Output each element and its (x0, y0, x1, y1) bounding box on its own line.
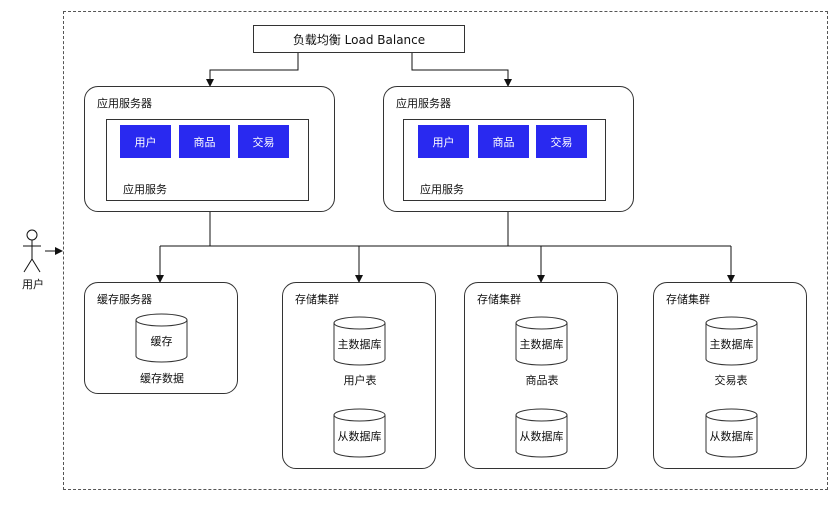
module-product: 商品 (478, 125, 529, 158)
cache-caption: 缓存数据 (140, 372, 184, 385)
slave-db-label: 从数据库 (519, 430, 564, 443)
module-trade: 交易 (536, 125, 587, 158)
cache-server-title: 缓存服务器 (97, 293, 152, 306)
master-db: 主数据库 (515, 316, 568, 366)
app-service-label: 应用服务 (123, 183, 167, 196)
storage-title: 存储集群 (295, 293, 339, 306)
storage-title: 存储集群 (477, 293, 521, 306)
master-db-label: 主数据库 (519, 338, 564, 351)
slave-db-label: 从数据库 (709, 430, 754, 443)
master-db: 主数据库 (333, 316, 386, 366)
load-balancer-box: 负载均衡 Load Balance (253, 25, 465, 53)
storage-title: 存储集群 (666, 293, 710, 306)
table-caption: 交易表 (714, 374, 748, 387)
master-db-label: 主数据库 (337, 338, 382, 351)
lb-to-app1-connector (206, 53, 299, 87)
module-trade: 交易 (238, 125, 289, 158)
lb-to-app2-connector (411, 53, 512, 87)
app-server-2: 应用服务器 用户 商品 交易 应用服务 (383, 86, 634, 212)
cache-db: 缓存 (135, 313, 188, 363)
slave-db: 从数据库 (333, 408, 386, 458)
slave-db: 从数据库 (515, 408, 568, 458)
app-service-panel: 用户 商品 交易 应用服务 (403, 119, 606, 201)
table-caption: 用户表 (343, 374, 377, 387)
user-label: 用户 (22, 278, 44, 291)
app-service-label: 应用服务 (420, 183, 464, 196)
storage-cluster-2: 存储集群 主数据库 商品表 从数据库 (464, 282, 618, 469)
module-product: 商品 (179, 125, 230, 158)
storage-cluster-1: 存储集群 主数据库 用户表 从数据库 (282, 282, 436, 469)
table-caption: 商品表 (525, 374, 559, 387)
module-user: 用户 (120, 125, 171, 158)
system-boundary (63, 11, 828, 490)
app-server-1: 应用服务器 用户 商品 交易 应用服务 (84, 86, 335, 212)
master-db: 主数据库 (705, 316, 758, 366)
app-server-title: 应用服务器 (396, 97, 451, 110)
app-service-panel: 用户 商品 交易 应用服务 (106, 119, 309, 201)
load-balancer-label: 负载均衡 Load Balance (292, 32, 426, 47)
module-user: 用户 (418, 125, 469, 158)
cache-server: 缓存服务器 缓存 缓存数据 (84, 282, 238, 394)
cache-db-label: 缓存 (150, 335, 173, 348)
user-figure-icon (23, 229, 41, 273)
app-server-title: 应用服务器 (97, 97, 152, 110)
slave-db-label: 从数据库 (337, 430, 382, 443)
slave-db: 从数据库 (705, 408, 758, 458)
master-db-label: 主数据库 (709, 338, 754, 351)
storage-cluster-3: 存储集群 主数据库 交易表 从数据库 (653, 282, 807, 469)
